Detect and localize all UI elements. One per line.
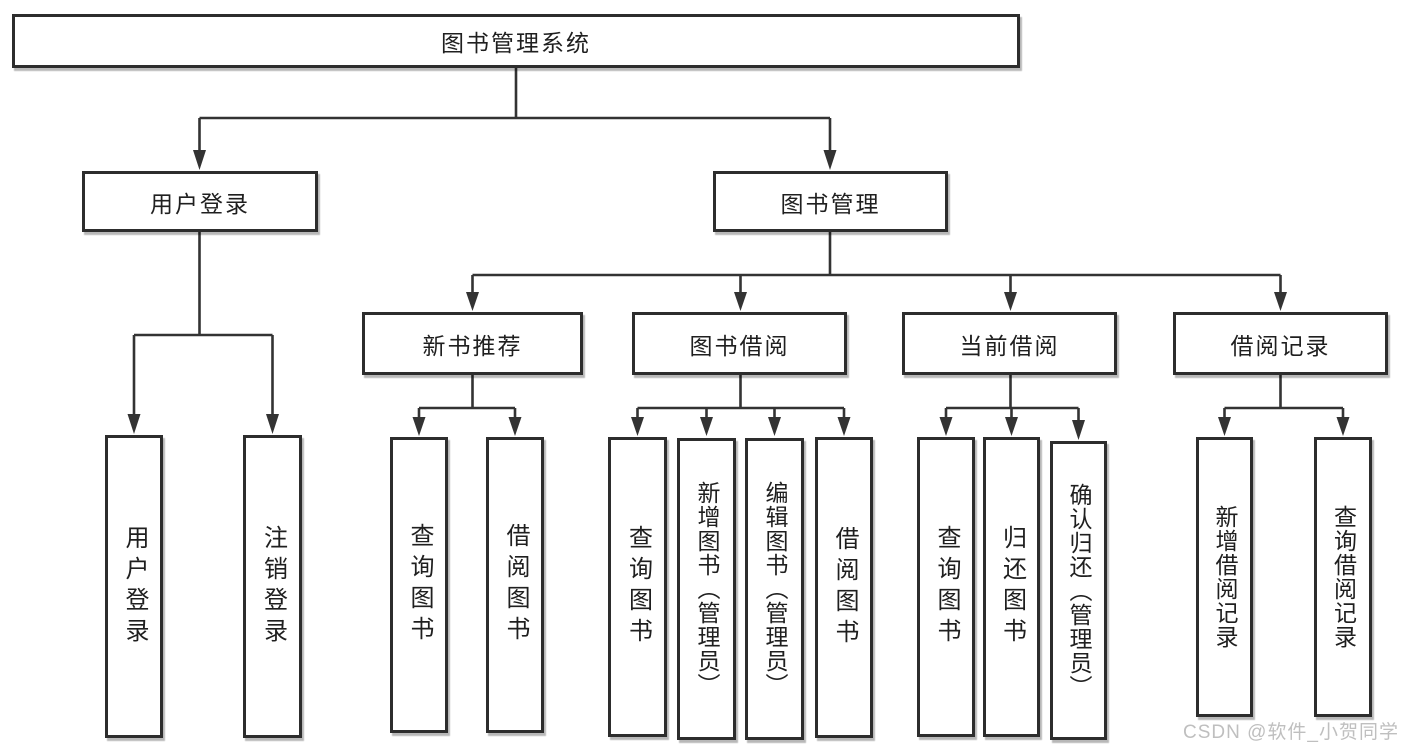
leaf-user-login: 用户登录 — [105, 435, 163, 738]
leaf-query-books-2: 查询图书 — [608, 437, 667, 737]
node-new-book-recommend: 新书推荐 — [362, 312, 583, 375]
node-current-borrowing: 当前借阅 — [902, 312, 1117, 375]
leaf-borrow-books: 借阅图书 — [486, 437, 544, 733]
leaf-logout: 注销登录 — [243, 435, 302, 738]
node-borrowing-records: 借阅记录 — [1173, 312, 1388, 375]
leaf-return-books: 归还图书 — [983, 437, 1040, 737]
leaf-query-books: 查询图书 — [390, 437, 448, 733]
node-book-borrowing: 图书借阅 — [632, 312, 847, 375]
leaf-add-borrow-record: 新增借阅记录 — [1196, 437, 1253, 717]
leaf-query-books-3: 查询图书 — [917, 437, 975, 737]
node-book-management: 图书管理 — [713, 171, 948, 232]
leaf-add-books-admin: 新增图书（管理员） — [677, 438, 736, 740]
node-root-library-system: 图书管理系统 — [12, 14, 1020, 68]
leaf-confirm-return-admin: 确认归还（管理员） — [1050, 441, 1107, 740]
csdn-watermark: CSDN @软件_小贺同学 — [1183, 722, 1399, 743]
leaf-query-borrow-record: 查询借阅记录 — [1314, 437, 1372, 717]
leaf-borrow-books-2: 借阅图书 — [815, 437, 873, 738]
node-user-login: 用户登录 — [82, 171, 318, 232]
leaf-edit-books-admin: 编辑图书（管理员） — [745, 438, 804, 740]
